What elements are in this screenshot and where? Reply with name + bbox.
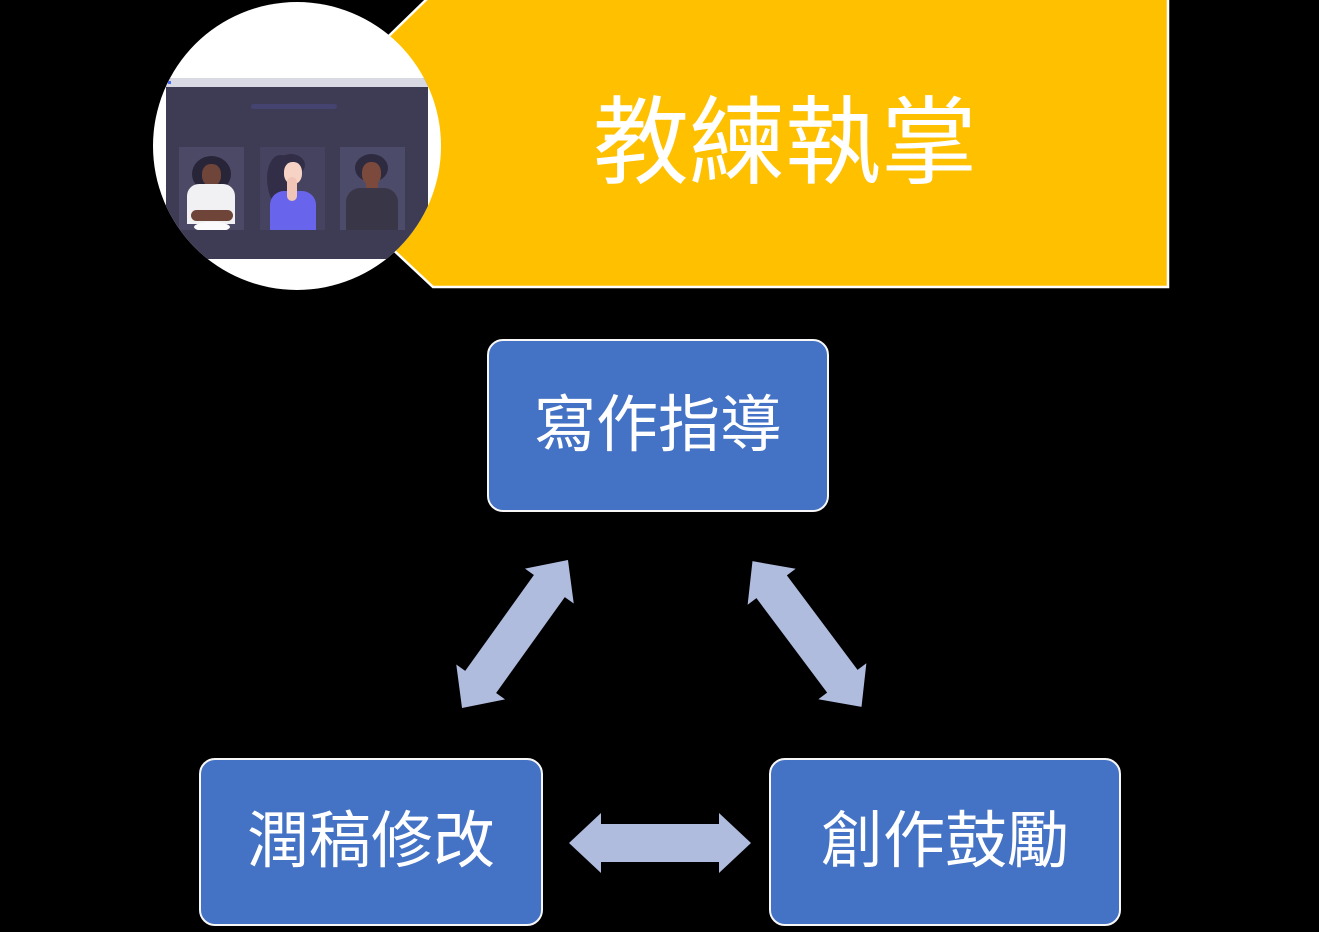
banner-title: 教練執掌 bbox=[593, 90, 977, 197]
process-box-label: 潤稿修改 bbox=[246, 808, 495, 876]
person-face bbox=[362, 162, 381, 185]
person-tile-3 bbox=[340, 147, 405, 230]
person-tile-1 bbox=[179, 147, 244, 230]
person-face bbox=[202, 164, 221, 186]
process-box-draft-revision: 潤稿修改 bbox=[199, 758, 543, 926]
toolbar-line bbox=[251, 104, 337, 109]
person-arms bbox=[191, 210, 233, 221]
bidirectional-arrow-top-left bbox=[456, 560, 574, 708]
bidirectional-arrow-bottom bbox=[569, 813, 751, 873]
person-desk bbox=[194, 222, 230, 230]
window-titlebar bbox=[166, 78, 428, 87]
person-tile-2 bbox=[260, 147, 325, 230]
process-box-label: 寫作指導 bbox=[533, 391, 782, 460]
process-box-writing-guidance: 寫作指導 bbox=[487, 339, 829, 512]
bidirectional-arrow-top-right bbox=[747, 561, 867, 707]
person-arm bbox=[287, 177, 297, 201]
video-call-photo bbox=[153, 2, 441, 290]
video-call-window bbox=[166, 78, 428, 259]
person-torso bbox=[346, 188, 398, 230]
process-box-label: 創作鼓勵 bbox=[820, 808, 1069, 876]
window-control-dot bbox=[168, 81, 171, 84]
process-box-creative-encouragement: 創作鼓勵 bbox=[769, 758, 1121, 926]
person-neck bbox=[366, 183, 378, 191]
